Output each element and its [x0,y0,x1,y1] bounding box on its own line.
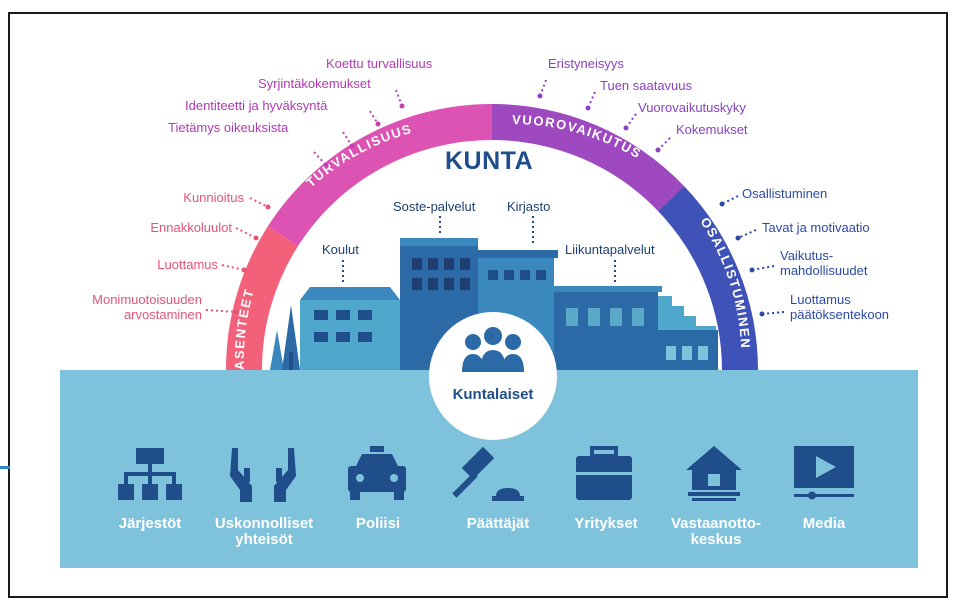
asenteet-item-kunnioitus: Kunnioitus [183,190,244,205]
briefcase-icon [576,446,632,500]
diagram-title: KUNTA [445,147,534,175]
osallistuminen-item-osallistuminen: Osallistuminen [742,186,828,201]
asenteet-leaders [205,197,269,313]
turvallisuus-item-tietamys: Tietämys oikeuksista [168,120,289,135]
building-leaders [342,216,616,284]
arc-segment-asenteet [225,226,298,370]
building-label-koulut: Koulut [322,242,359,257]
osallistuminen-item-paatoksenteko: päätöksentekoon [790,307,890,322]
arc-segment-osallistuminen [658,186,758,370]
arc-segment-vuorovaikutus [492,104,684,211]
asenteet-dots [233,204,271,315]
house-icon [686,446,742,501]
gavel-icon [452,446,524,501]
vuorovaikutus-dots [537,93,661,153]
actor-label-vastaanotto-line2: keskus [690,531,742,548]
asenteet-item-monimuotoisuuden: Monimuotoisuuden [92,292,202,307]
center-label: Kuntalaiset [452,386,534,403]
buildings-illustration [300,238,718,370]
actor-label-media: Media [802,515,846,532]
asenteet-item-luottamus: Luottamus [157,257,218,272]
osallistuminen-dots [719,201,765,317]
turvallisuus-dots [323,103,405,168]
building-label-kirjasto: Kirjasto [507,199,551,214]
hands-icon [230,448,296,502]
vuorovaikutus-item-kokemukset: Kokemukset [676,122,748,137]
building-label-liikunta: Liikuntapalvelut [565,242,655,257]
trees-illustration [270,305,300,370]
actor-label-yritykset: Yritykset [574,515,638,532]
arc-segment-turvallisuus [268,103,492,247]
turvallisuus-item-syrjinta: Syrjintäkokemukset [258,76,371,91]
actor-label-uskonnolliset-line1: Uskonnolliset [214,515,314,532]
police-car-icon [348,446,406,500]
left-edge-marker [0,466,10,469]
actor-label-jarjestot: Järjestöt [118,515,182,532]
actor-label-vastaanotto-line1: Vastaanotto- [670,515,761,532]
actor-label-vastaanottokeskus: Vastaanotto- keskus [660,516,772,548]
building-label-soste: Soste-palvelut [393,199,476,214]
turvallisuus-item-koettu: Koettu turvallisuus [326,56,433,71]
vuorovaikutus-item-tuen: Tuen saatavuus [600,78,693,93]
turvallisuus-item-identiteetti: Identiteetti ja hyväksyntä [185,98,328,113]
org-chart-icon [118,448,182,500]
actor-label-uskonnolliset-line2: yhteisöt [235,531,293,548]
video-icon [794,446,854,500]
center-circle [429,312,557,440]
vuorovaikutus-item-kyky: Vuorovaikutuskyky [638,100,746,115]
osallistuminen-item-mahdollisuudet: mahdollisuudet [780,263,868,278]
osallistuminen-item-tavat: Tavat ja motivaatio [762,220,870,235]
actor-label-poliisi: Poliisi [355,515,401,532]
asenteet-item-arvostaminen: arvostaminen [123,307,202,322]
vuorovaikutus-item-eristyneisyys: Eristyneisyys [548,56,624,71]
osallistuminen-leaders [721,195,785,315]
people-icon [462,327,524,372]
actor-label-uskonnolliset: Uskonnolliset yhteisöt [208,516,320,548]
osallistuminen-item-luottamus: Luottamus [790,292,851,307]
asenteet-item-ennakkoluulot: Ennakkoluulot [150,220,232,235]
osallistuminen-item-vaikutus: Vaikutus- [780,248,834,263]
actor-label-paattajat: Päättäjät [466,515,530,532]
